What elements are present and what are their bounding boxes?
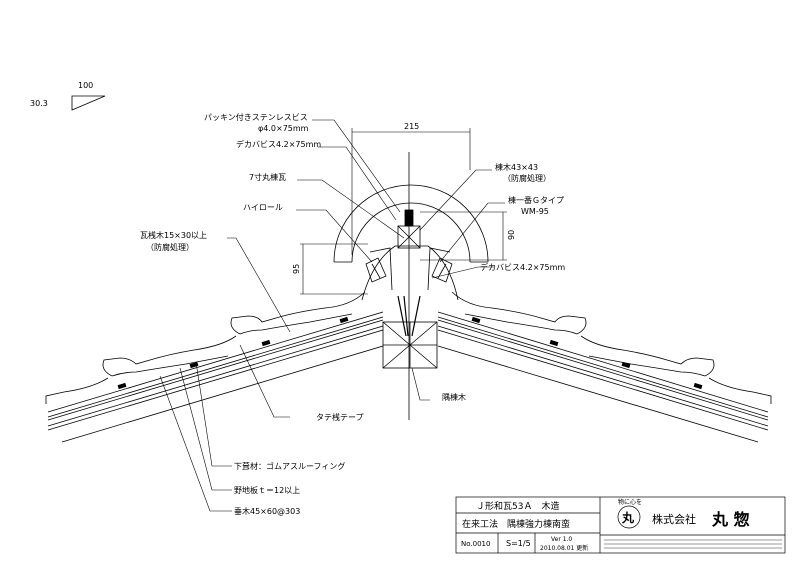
label-deca-screw-top: デカバビス4.2×75mm — [236, 139, 321, 149]
label-rafter: 垂木45×60@303 — [234, 506, 300, 516]
label-hai-roll: ハイロール — [243, 203, 283, 212]
slope-rise: 30.3 — [30, 99, 48, 108]
slope-run: 100 — [78, 81, 93, 90]
label-deca-screw-right: デカバビス4.2×75mm — [480, 262, 565, 272]
label-sumimune: 隅棟木 — [442, 392, 466, 402]
title-block-version: Ver 1.0 — [551, 536, 572, 543]
company-contact-lines — [604, 539, 782, 549]
title-block-title: Ｊ形和瓦53Ａ 木造 — [476, 500, 559, 512]
label-wm: WM-95 — [521, 207, 549, 216]
dim-215: 215 — [404, 122, 419, 131]
label-marugawara: 7寸丸棟瓦 — [249, 172, 286, 182]
title-block-subtitle: 在来工法 隅棟強力棟南蛮 — [462, 518, 570, 530]
company-label: 株式会社 — [652, 512, 696, 526]
roof-layers-left — [47, 311, 384, 443]
label-tate-tape: タテ桟テープ — [316, 412, 364, 422]
label-packing-screw-size: φ4.0×75mm — [258, 124, 309, 133]
label-munebangou: 棟一番Ｇタイプ — [508, 195, 564, 205]
roof-tiles-right — [451, 291, 772, 404]
screws — [397, 295, 421, 337]
company-name: 丸 惣 — [711, 510, 750, 529]
title-block-scale: S=1/5 — [506, 539, 531, 548]
ridge-mortar — [361, 245, 459, 301]
label-underlay: 下葺材：ゴムアスルーフィング — [234, 461, 345, 471]
hip-rafter — [382, 321, 438, 369]
ridge-tile — [333, 184, 489, 263]
title-block-date: 2010.08.01 更新 — [540, 544, 588, 552]
dimension-215 — [351, 128, 471, 255]
dimension-90 — [420, 211, 507, 261]
dim-95: 95 — [292, 264, 301, 274]
label-batten-note: （防腐処理） — [146, 242, 194, 252]
title-block-frame — [455, 496, 786, 554]
company-logo-icon: 丸 — [621, 510, 635, 525]
label-ridge-board: 棟木43×43 — [495, 162, 538, 172]
dimension-95 — [300, 243, 368, 295]
title-block-number: No.0010 — [461, 540, 490, 548]
label-ridge-board-note: （防腐処理） — [503, 173, 551, 183]
dim-90: 90 — [507, 230, 516, 240]
roof-tiles-left — [45, 291, 366, 404]
label-packing-screw: パッキン付きステンレスビス — [204, 112, 308, 122]
company-motto: 物に心を — [618, 498, 642, 506]
slope-indicator — [71, 95, 106, 111]
label-sheathing: 野地板ｔ＝12以上 — [234, 485, 300, 495]
leader-lines — [159, 119, 505, 512]
label-batten: 瓦桟木15×30以上 — [140, 230, 207, 240]
roof-layers-right — [437, 311, 769, 443]
